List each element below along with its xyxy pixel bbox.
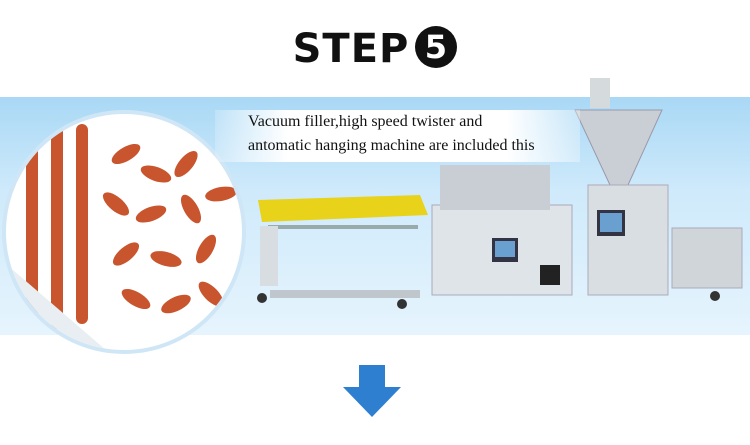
- caption-line-2: antomatic hanging machine are included t…: [248, 137, 535, 154]
- sausage-product-image: [2, 110, 246, 354]
- vacuum-filler: [574, 78, 743, 301]
- description-caption: Vacuum filler,high speed twister and ant…: [215, 110, 580, 162]
- twister-machine: [431, 165, 573, 296]
- step-label: STEP: [292, 26, 410, 72]
- step-number-badge: 5: [415, 26, 458, 68]
- down-arrow-icon: [343, 365, 401, 417]
- hanging-machine: [257, 195, 428, 309]
- caption-line-1: Vacuum filler,high speed twister and: [248, 113, 483, 130]
